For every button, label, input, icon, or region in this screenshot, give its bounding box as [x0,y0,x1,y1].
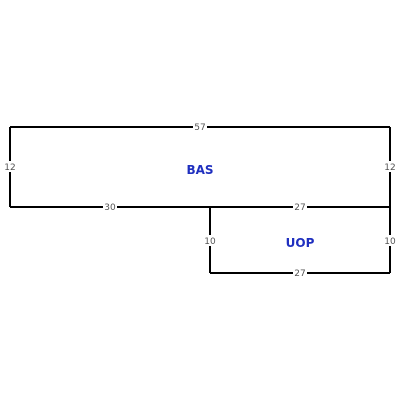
dim-uop-right: 10 [384,237,396,247]
dim-bas-bottom-left: 30 [104,203,116,213]
area-label-bas: BAS [186,163,213,177]
dim-bas-bottom-right: 27 [294,203,305,213]
dim-bas-top: 57 [194,123,205,133]
dim-uop-left: 10 [204,237,216,247]
dim-bas-left: 12 [4,163,15,173]
dim-uop-bottom: 27 [294,269,305,279]
area-label-uop: UOP [286,236,315,250]
dim-bas-right: 12 [384,163,395,173]
